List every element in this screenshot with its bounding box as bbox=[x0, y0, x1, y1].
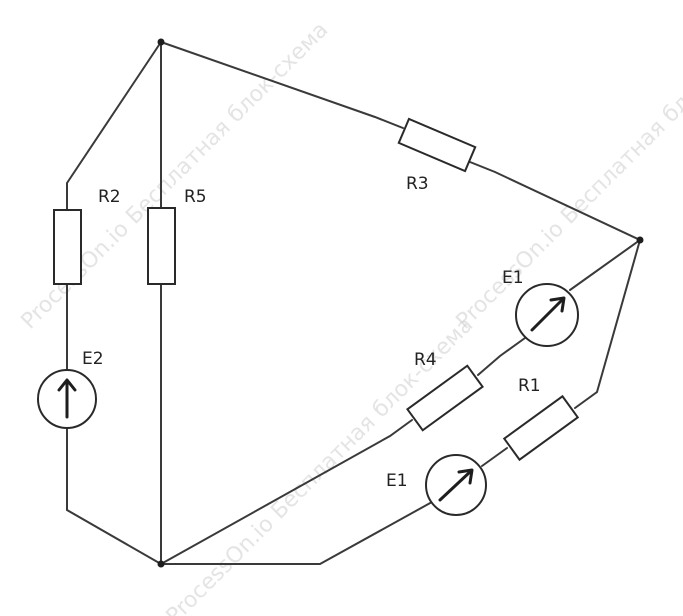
wires bbox=[66, 41, 641, 565]
wire-e1-upper-to-r4 bbox=[477, 337, 526, 376]
wire-e1-lower-to-bottom bbox=[160, 501, 433, 565]
resistor-r3 bbox=[397, 117, 477, 173]
source-e1-upper bbox=[515, 283, 579, 347]
label-r2: R2 bbox=[98, 187, 121, 207]
resistor-r5 bbox=[147, 207, 176, 285]
label-r1: R1 bbox=[518, 376, 541, 396]
wire-top-to-r3 bbox=[160, 41, 404, 129]
label-r3: R3 bbox=[406, 174, 429, 194]
label-r5: R5 bbox=[184, 187, 207, 207]
label-e1-upper: E1 bbox=[502, 268, 524, 288]
wire-r1-to-e1-lower bbox=[481, 447, 508, 467]
label-e1-lower: E1 bbox=[386, 471, 408, 491]
wire-right-to-e1-upper bbox=[569, 239, 641, 291]
resistors bbox=[53, 117, 580, 462]
resistor-r1 bbox=[502, 394, 580, 462]
wire-r4-to-bottom bbox=[160, 419, 413, 565]
node-bottom bbox=[157, 560, 165, 568]
watermark-mid-right: ProcessOn.io Бесплатная блок-схема bbox=[452, 18, 683, 335]
source-e2 bbox=[37, 369, 97, 429]
source-e1-lower bbox=[425, 454, 487, 516]
watermark-top: ProcessOn.io Бесплатная блок-схема bbox=[17, 18, 334, 335]
resistor-r2 bbox=[53, 209, 82, 285]
label-e2: E2 bbox=[82, 349, 104, 369]
wire-top-to-r2 bbox=[66, 41, 162, 211]
node-top bbox=[157, 38, 165, 46]
nodes bbox=[157, 38, 644, 568]
labels: R2 R5 R3 E1 E2 R4 R1 E1 bbox=[82, 174, 541, 491]
voltage-sources bbox=[37, 283, 579, 516]
wire-r3-to-right bbox=[469, 161, 641, 241]
label-r4: R4 bbox=[414, 350, 437, 370]
resistor-r4 bbox=[406, 364, 484, 432]
wire-e2-to-bottom bbox=[66, 427, 162, 565]
node-right bbox=[636, 236, 644, 244]
wire-right-to-r1 bbox=[574, 239, 641, 409]
